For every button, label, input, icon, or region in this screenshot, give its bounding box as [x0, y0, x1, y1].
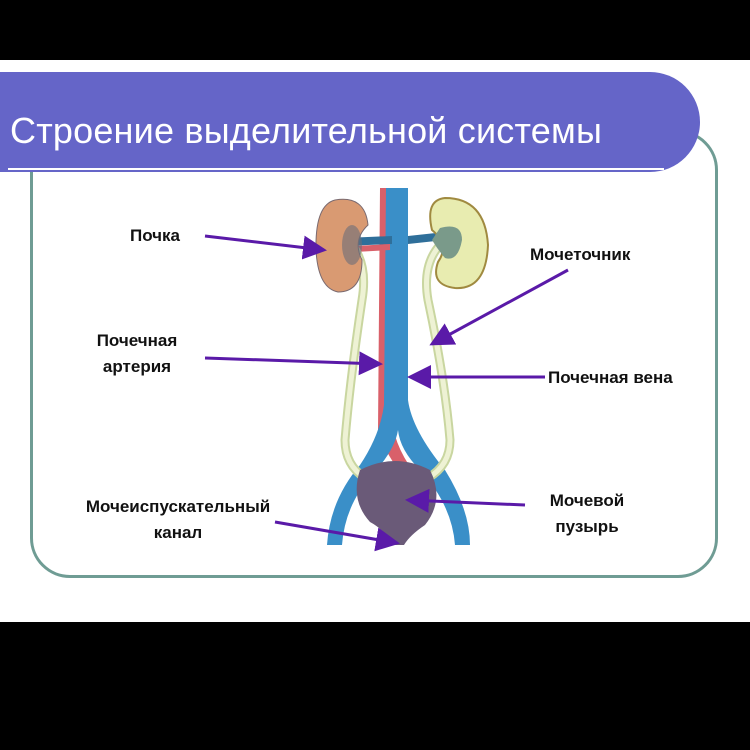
left-ureter-inner — [342, 243, 367, 481]
label-ureter: Мочеточник — [530, 245, 631, 264]
title-bar: Строение выделительной системы — [0, 72, 700, 172]
arrow-kidney — [204, 234, 327, 260]
pointer-arrows — [204, 234, 569, 552]
right-kidney-pelvis — [432, 226, 462, 259]
label-bladder-line1: Мочевой — [549, 491, 625, 510]
label-bladder-line2: пузырь — [555, 517, 619, 536]
label-renal-vein: Почечная вена — [548, 368, 673, 387]
label-urethra-line2: канал — [153, 523, 203, 542]
arrow-renal-artery — [204, 351, 383, 376]
label-bladder: Мочевой пузырь — [538, 488, 636, 540]
arrow-ureter — [429, 268, 569, 346]
right-ureter-inner — [424, 243, 453, 481]
label-urethra: Мочеиспускательный канал — [62, 494, 294, 546]
label-urethra-line1: Мочеиспускательный — [85, 497, 271, 516]
slide-title: Строение выделительной системы — [10, 110, 603, 151]
arrow-bladder — [405, 488, 526, 513]
left-kidney-hilum — [342, 225, 362, 265]
bladder — [356, 461, 437, 545]
label-renal-artery: Почечная артерия — [86, 328, 188, 380]
label-kidney: Почка — [130, 226, 181, 245]
vena-cava — [327, 188, 470, 545]
label-renal-artery-line2: артерия — [102, 357, 172, 376]
label-renal-artery-line1: Почечная — [96, 331, 178, 350]
renal-artery — [355, 244, 390, 252]
title-underline — [8, 168, 664, 170]
arrow-urethra — [274, 520, 400, 552]
